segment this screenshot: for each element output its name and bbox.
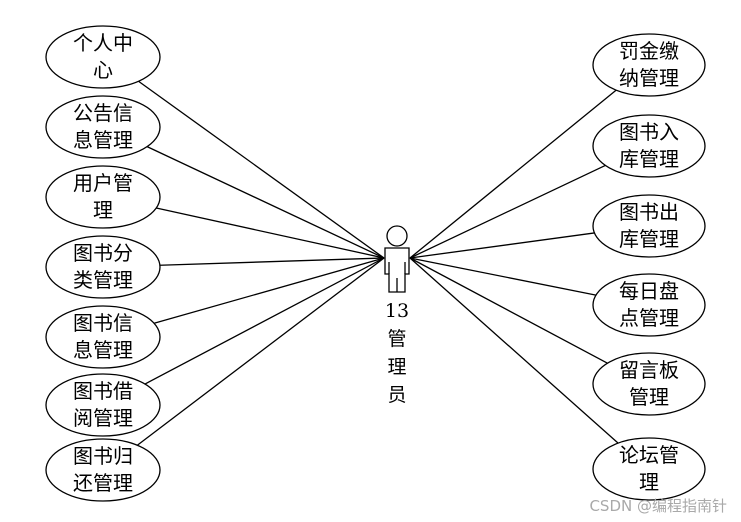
use-case-ellipse [45, 305, 161, 369]
association-line [409, 257, 597, 296]
use-case-message-board-management: 留言板 管理 [592, 352, 706, 416]
watermark: CSDN @编程指南针 [589, 497, 727, 515]
use-case-label-line: 图书信 [73, 311, 133, 335]
use-case-label-line: 图书归 [73, 444, 133, 468]
use-case-book-borrow-management: 图书借 阅管理 [45, 373, 161, 437]
use-case-label-line: 理 [639, 470, 659, 494]
use-case-label-line: 理 [93, 198, 113, 222]
use-case-forum-management: 论坛管 理 [592, 437, 706, 501]
use-case-label-line: 纳管理 [619, 66, 679, 90]
association-line [156, 207, 385, 259]
use-case-label-line: 个人中 [73, 31, 133, 55]
use-case-label-line: 图书入 [619, 120, 679, 144]
use-case-label-line: 公告信 [73, 101, 133, 125]
association-line [409, 232, 595, 259]
use-case-label-line: 图书分 [73, 241, 133, 265]
left-use-cases: 个人中 心 公告信 息管理 用户管 理 图书分 类管理 图书信 息管理 [45, 25, 161, 502]
actor-admin: 13 管 理 员 [384, 225, 410, 406]
use-case-label-line: 图书借 [73, 379, 133, 403]
actor-label-line: 管 [387, 328, 406, 350]
use-case-announcement-management: 公告信 息管理 [45, 95, 161, 159]
use-case-label-line: 库管理 [619, 227, 679, 251]
use-case-personal-center: 个人中 心 [45, 25, 161, 89]
use-case-label-line: 息管理 [73, 338, 133, 362]
use-case-ellipse [45, 438, 161, 502]
use-case-label-line: 类管理 [73, 268, 133, 292]
use-case-user-management: 用户管 理 [45, 165, 161, 229]
association-line [409, 257, 619, 444]
use-case-book-category-management: 图书分 类管理 [45, 235, 161, 299]
association-line [159, 257, 385, 266]
connectors [136, 80, 619, 446]
use-case-label-line: 用户管 [73, 171, 133, 195]
use-case-label-line: 息管理 [73, 128, 133, 152]
use-case-label-line: 留言板 [619, 358, 679, 382]
use-case-label-line: 库管理 [619, 147, 679, 171]
use-case-ellipse [592, 352, 706, 416]
use-case-label-line: 论坛管 [619, 443, 679, 467]
use-case-book-info-management: 图书信 息管理 [45, 305, 161, 369]
use-case-ellipse [592, 273, 706, 337]
use-case-label-line: 点管理 [619, 306, 679, 330]
association-line [136, 257, 385, 446]
use-case-ellipse [45, 165, 161, 229]
use-case-label-line: 罚金缴 [619, 39, 679, 63]
actor-label-line: 理 [387, 356, 406, 378]
use-case-label-line: 心 [93, 58, 113, 82]
right-use-cases: 罚金缴 纳管理 图书入 库管理 图书出 库管理 每日盘 点管理 留言板 [592, 33, 706, 501]
use-case-label-line: 还管理 [73, 471, 133, 495]
use-case-ellipse [592, 194, 706, 258]
actor-label-line: 员 [387, 384, 406, 406]
actor-head-icon [386, 225, 408, 247]
use-case-label-line: 阅管理 [73, 406, 133, 430]
use-case-label-line: 管理 [629, 385, 669, 409]
use-case-book-stock-in-management: 图书入 库管理 [592, 114, 706, 178]
association-line [153, 257, 385, 324]
association-line [138, 80, 385, 259]
association-line [409, 257, 608, 364]
use-case-label-line: 每日盘 [619, 279, 679, 303]
use-case-ellipse [592, 114, 706, 178]
use-case-daily-inventory-management: 每日盘 点管理 [592, 273, 706, 337]
use-case-ellipse [45, 373, 161, 437]
use-case-book-stock-out-management: 图书出 库管理 [592, 194, 706, 258]
use-case-ellipse [592, 33, 706, 97]
actor-label-line: 13 [385, 300, 409, 322]
association-line [409, 89, 617, 259]
use-case-ellipse [592, 437, 706, 501]
use-case-ellipse [45, 235, 161, 299]
association-line [144, 257, 385, 385]
use-case-ellipse [45, 95, 161, 159]
use-case-label-line: 图书出 [619, 200, 679, 224]
use-case-book-return-management: 图书归 还管理 [45, 438, 161, 502]
actor-body-icon [384, 247, 410, 293]
use-case-ellipse [45, 25, 161, 89]
association-line [409, 164, 606, 259]
use-case-fine-payment-management: 罚金缴 纳管理 [592, 33, 706, 97]
association-line [146, 146, 385, 259]
